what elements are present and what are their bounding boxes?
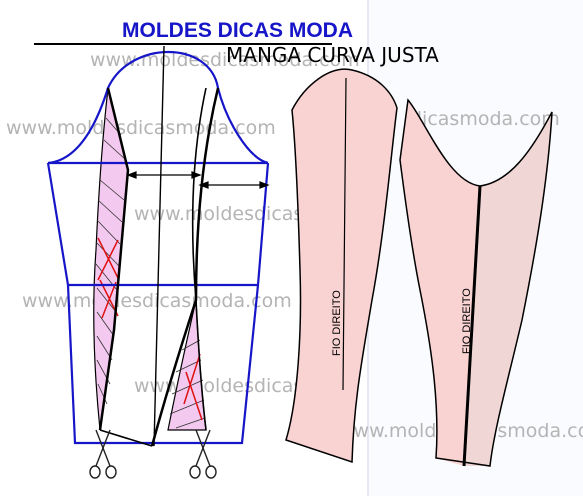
grain-label: FIO DIREITO bbox=[331, 290, 343, 356]
grain-line bbox=[462, 185, 482, 467]
grain-line bbox=[342, 77, 347, 391]
watermark: www.moldesdicasmoda.com bbox=[22, 290, 292, 312]
hatched-wedge-left bbox=[93, 87, 129, 431]
grain-label: FIO DIREITO bbox=[461, 288, 473, 354]
watermark: www.moldesdicas bbox=[134, 203, 303, 225]
pattern-title: MANGA CURVA JUSTA bbox=[226, 43, 439, 67]
sleeve-draft bbox=[46, 45, 270, 447]
sleeve-cap-outline bbox=[47, 50, 269, 165]
center-line bbox=[153, 45, 165, 447]
measure-arrows bbox=[126, 171, 270, 189]
front-piece-shape bbox=[285, 68, 398, 464]
brand-title: MOLDES DICAS MODA bbox=[122, 19, 353, 42]
watermark: dicasmoda.com bbox=[410, 108, 560, 130]
watermark: www.moldesdicasmoda.com bbox=[6, 117, 276, 139]
sleeve-block-outline bbox=[46, 162, 270, 445]
back-piece-fill-light bbox=[400, 100, 480, 466]
scissors-icon bbox=[89, 429, 117, 479]
back-piece-fill-dark bbox=[464, 112, 552, 466]
scissors-icon bbox=[189, 429, 217, 479]
back-piece-outline bbox=[399, 98, 553, 467]
back-sleeve-piece: FIO DIREITO bbox=[399, 98, 553, 467]
watermark: www.moldesdicasmoda.com bbox=[90, 49, 360, 71]
watermark: www.moldesdicas bbox=[134, 375, 303, 397]
watermark-layer: www.moldesdicasmoda.com www.moldesdicasm… bbox=[6, 49, 583, 442]
front-sleeve-piece: FIO DIREITO bbox=[285, 68, 398, 464]
seam-line-right bbox=[191, 87, 207, 431]
seam-line-left bbox=[98, 87, 130, 431]
